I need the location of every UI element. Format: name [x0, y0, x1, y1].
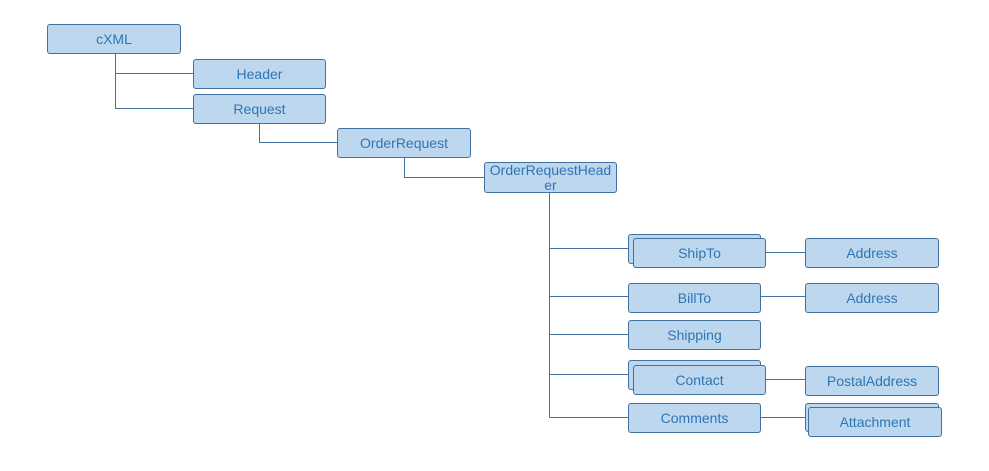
node-bill-to[interactable]: BillTo [628, 283, 761, 313]
node-contact[interactable]: Contact [633, 365, 766, 395]
node-label: Address [846, 244, 898, 261]
node-label: PostalAddress [826, 372, 918, 389]
node-attachment[interactable]: Attachment [808, 407, 942, 437]
node-label: cXML [96, 30, 132, 47]
node-order-request-header[interactable]: OrderRequestHeader [484, 162, 617, 193]
node-label: Request [233, 100, 286, 117]
connector-header-children [549, 193, 628, 418]
connector-cxml-children [115, 54, 193, 109]
node-header[interactable]: Header [193, 59, 326, 89]
connector-request-orderrequest [259, 124, 337, 143]
node-ship-to[interactable]: ShipTo [633, 238, 766, 268]
node-label: Header [236, 65, 283, 82]
connector-orderrequest-header [404, 158, 484, 178]
node-label: OrderRequest [360, 134, 448, 151]
node-label: OrderRequestHeader [489, 161, 612, 193]
node-comments[interactable]: Comments [628, 403, 761, 433]
node-cxml[interactable]: cXML [47, 24, 181, 54]
node-label: Shipping [667, 326, 722, 343]
node-postal-address[interactable]: PostalAddress [805, 366, 939, 396]
node-ship-to-address[interactable]: Address [805, 238, 939, 268]
node-shipping[interactable]: Shipping [628, 320, 761, 350]
node-label: Address [846, 289, 898, 306]
node-label: ShipTo [678, 244, 721, 261]
node-request[interactable]: Request [193, 94, 326, 124]
node-order-request[interactable]: OrderRequest [337, 128, 471, 158]
node-label: Comments [660, 409, 729, 426]
node-label: BillTo [677, 289, 712, 306]
node-label: Contact [675, 371, 724, 388]
node-bill-to-address[interactable]: Address [805, 283, 939, 313]
node-label: Attachment [839, 413, 911, 430]
